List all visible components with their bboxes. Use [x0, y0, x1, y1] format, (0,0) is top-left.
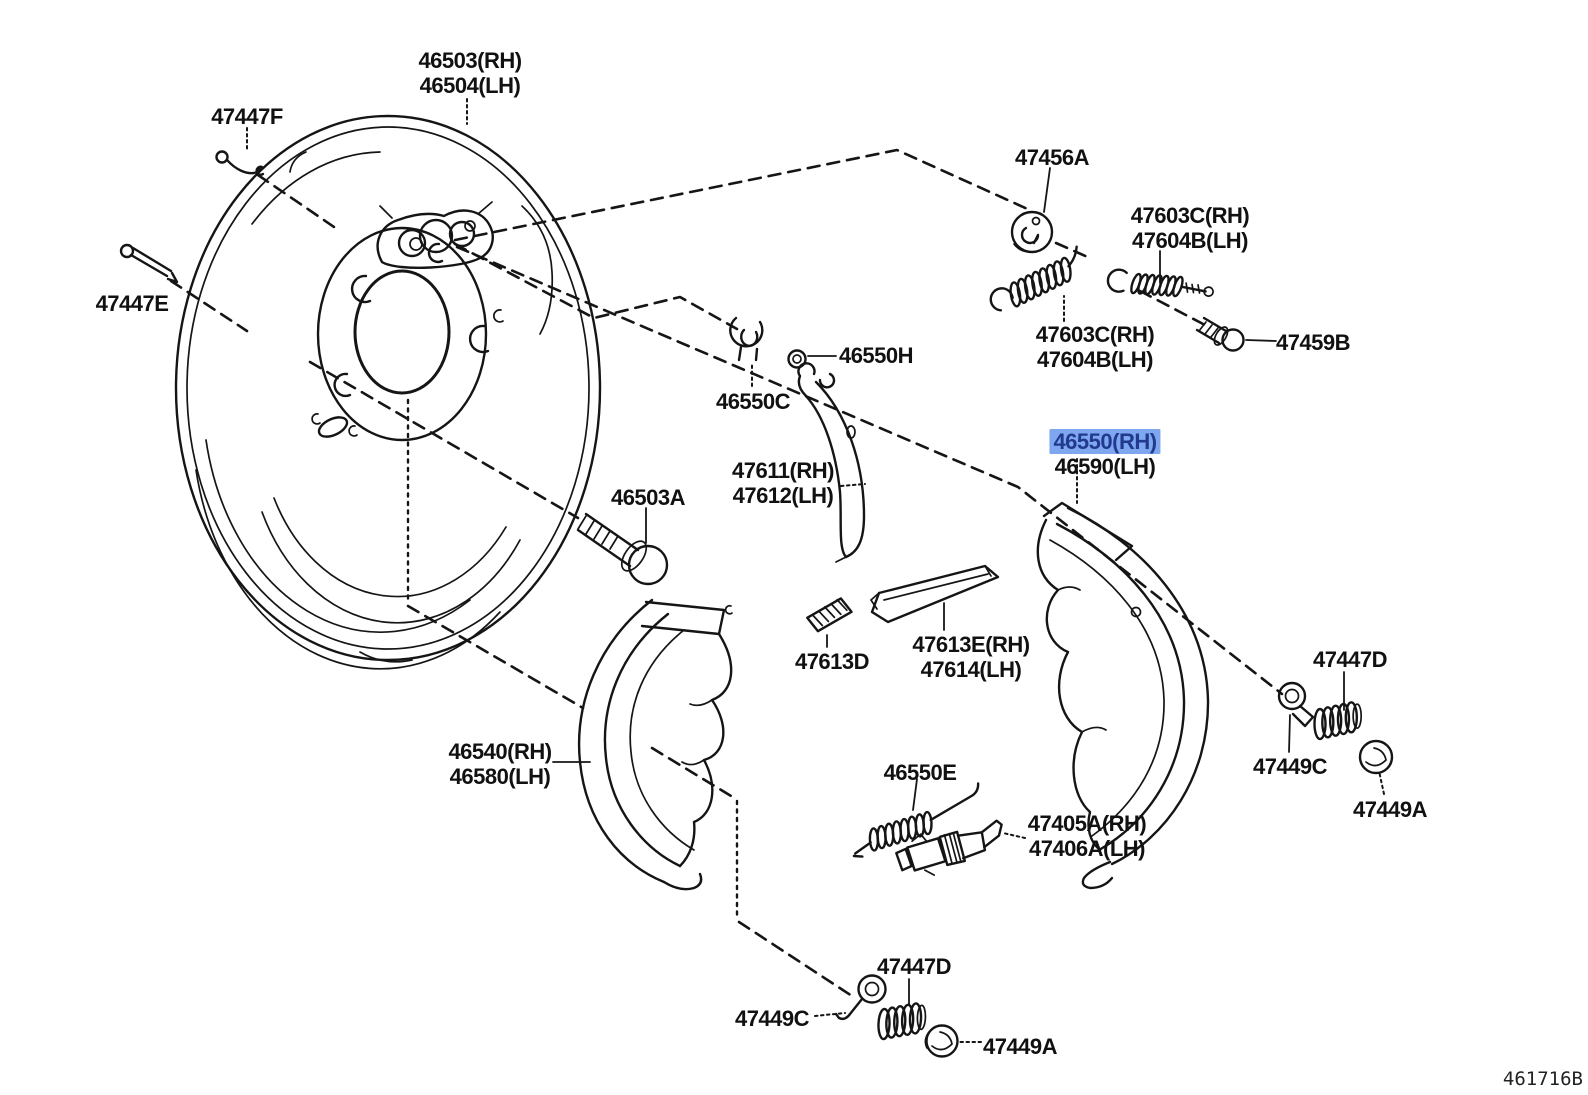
- part-label-46503[interactable]: 46503(RH) 46504(LH): [418, 48, 522, 98]
- part-number: 47611(RH): [732, 458, 834, 483]
- part-number: 47406A(LH): [1028, 836, 1146, 861]
- part-label-47603C-bottom[interactable]: 47603C(RH) 47604B(LH): [1036, 322, 1155, 372]
- part-label-47613D[interactable]: 47613D: [794, 649, 870, 674]
- part-label-47613E[interactable]: 47613E(RH) 47614(LH): [912, 632, 1030, 682]
- part-label-47459B[interactable]: 47459B: [1275, 330, 1351, 355]
- part-number: 46550C: [715, 389, 791, 414]
- part-number: 46550H: [838, 343, 914, 368]
- part-number: 46503(RH): [418, 48, 522, 73]
- part-label-46550E[interactable]: 46550E: [884, 760, 957, 785]
- part-spring-47603C-right: [1106, 268, 1214, 298]
- part-number: 47447D: [1312, 647, 1388, 672]
- part-backing-plate: [174, 114, 602, 670]
- part-cam-47456A: [1010, 210, 1054, 254]
- part-number: 46580(LH): [449, 764, 551, 789]
- part-adjuster-47405A: [895, 819, 1003, 876]
- part-number: 47459B: [1275, 330, 1351, 355]
- part-number: 46503A: [610, 485, 686, 510]
- assembly-dashed-lines: [169, 148, 1284, 998]
- part-clip-46550C: [729, 316, 764, 362]
- part-spring-47447D-right: [1313, 701, 1363, 741]
- part-pin-47449C-right: [1277, 681, 1315, 728]
- part-number: 47456A: [1014, 145, 1090, 170]
- part-number: 47449A: [1352, 797, 1428, 822]
- part-number: 47449C: [734, 1006, 810, 1031]
- part-number: 46540(RH): [448, 739, 552, 764]
- part-clip-47447F: [215, 150, 265, 176]
- part-number: 47604B(LH): [1131, 228, 1249, 253]
- part-strut-47613E: [870, 564, 1000, 624]
- part-label-47449A-bottom[interactable]: 47449A: [982, 1034, 1058, 1059]
- part-grommet-46550H: [787, 349, 807, 369]
- part-number: 47449C: [1252, 754, 1328, 779]
- diagram-code: 461716B: [1502, 1068, 1583, 1090]
- part-spring-47447D-bottom: [877, 1002, 927, 1041]
- part-spring-46550E: [852, 782, 980, 858]
- part-cup-47449A-right: [1358, 739, 1394, 775]
- part-number: 46590(LH): [1054, 454, 1156, 479]
- part-label-47447F[interactable]: 47447F: [211, 104, 283, 129]
- part-bolt-46503A: [576, 512, 669, 586]
- part-label-47449C-bottom[interactable]: 47449C: [734, 1006, 810, 1031]
- part-label-47603C-top[interactable]: 47603C(RH) 47604B(LH): [1131, 203, 1250, 253]
- part-label-47447E[interactable]: 47447E: [96, 291, 169, 316]
- part-number: 47604B(LH): [1036, 347, 1154, 372]
- part-label-47447D-right[interactable]: 47447D: [1312, 647, 1388, 672]
- part-label-46550H[interactable]: 46550H: [838, 343, 914, 368]
- part-number: 47447D: [876, 954, 952, 979]
- part-clip-47613D: [806, 597, 853, 633]
- part-number: 47449A: [982, 1034, 1058, 1059]
- part-label-46540[interactable]: 46540(RH) 46580(LH): [448, 739, 552, 789]
- part-number: 46504(LH): [419, 73, 521, 98]
- part-cup-47449A-bottom: [924, 1024, 959, 1058]
- part-number: 47405A(RH): [1027, 811, 1147, 836]
- part-number: 47613D: [794, 649, 870, 674]
- part-spring-47603C-left: [989, 245, 1078, 312]
- part-label-46550-selected[interactable]: 46550(RH) 46590(LH): [1049, 429, 1161, 479]
- part-number: 46550E: [883, 760, 957, 785]
- part-lever-47611: [797, 362, 866, 563]
- part-brake-shoe-46550: [1036, 501, 1210, 890]
- part-label-47449A-right[interactable]: 47449A: [1352, 797, 1428, 822]
- part-label-47405A[interactable]: 47405A(RH) 47406A(LH): [1028, 811, 1147, 861]
- part-label-47447D-bottom[interactable]: 47447D: [876, 954, 952, 979]
- part-number: 47614(LH): [920, 657, 1022, 682]
- part-number: 47603C(RH): [1035, 322, 1155, 347]
- part-number: 47447E: [95, 291, 169, 316]
- part-label-46503A[interactable]: 46503A: [610, 485, 686, 510]
- part-number: 47612(LH): [732, 483, 834, 508]
- part-brake-shoe-46540: [577, 598, 733, 891]
- part-bolt-47459B: [1195, 316, 1245, 352]
- part-pin-47447E: [119, 243, 179, 284]
- part-number-highlighted: 46550(RH): [1049, 429, 1161, 454]
- part-label-47611[interactable]: 47611(RH) 47612(LH): [732, 458, 834, 508]
- part-pin-47449C-bottom: [834, 974, 887, 1021]
- part-number: 47447F: [211, 104, 283, 129]
- part-label-46550C[interactable]: 46550C: [715, 389, 791, 414]
- part-label-47456A[interactable]: 47456A: [1014, 145, 1090, 170]
- part-number: 47603C(RH): [1130, 203, 1250, 228]
- part-label-47449C-right[interactable]: 47449C: [1252, 754, 1328, 779]
- part-number: 47613E(RH): [912, 632, 1030, 657]
